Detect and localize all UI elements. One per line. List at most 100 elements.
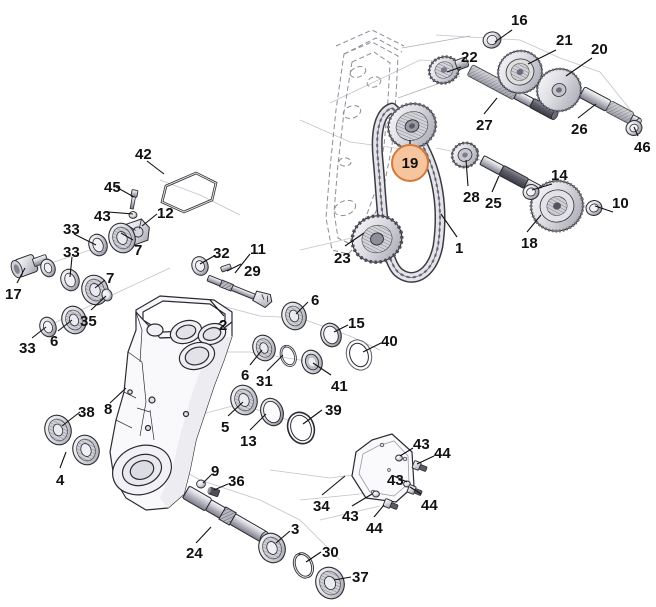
callout-4-43[interactable]: 4 [56, 472, 65, 489]
highlighted-callout-19-label: 19 [401, 154, 419, 172]
callout-22-3[interactable]: 22 [461, 49, 478, 66]
callout-23-13[interactable]: 23 [334, 250, 351, 267]
leader-l44b [409, 486, 422, 495]
callout-8-37[interactable]: 8 [104, 401, 113, 418]
callout-13-39[interactable]: 13 [240, 433, 257, 450]
callout-45-15[interactable]: 45 [104, 179, 121, 196]
callout-33-20[interactable]: 33 [63, 244, 80, 261]
callout-3-51[interactable]: 3 [291, 521, 300, 538]
pin-part-29 [220, 263, 232, 273]
callout-14-7[interactable]: 14 [551, 167, 568, 184]
callout-43-41[interactable]: 43 [413, 436, 430, 453]
seal-part-33-b [60, 268, 80, 292]
callout-34-48[interactable]: 34 [313, 498, 330, 515]
ball-part-43-upper [128, 211, 138, 219]
leader-l40 [362, 342, 382, 353]
callout-1-12[interactable]: 1 [455, 240, 464, 257]
seal-part-41 [301, 349, 323, 375]
washer-part-43-b [395, 454, 403, 462]
callout-16-0[interactable]: 16 [511, 12, 528, 29]
leader-l44a [416, 455, 435, 465]
callout-7-24[interactable]: 7 [106, 270, 115, 287]
callout-18-11[interactable]: 18 [521, 235, 538, 252]
seal-part-38 [44, 414, 72, 446]
callout-43-49[interactable]: 43 [342, 508, 359, 525]
callout-2-27[interactable]: 2 [219, 317, 228, 334]
sprocket-part-19 [386, 102, 438, 150]
bolt-part-44-b [406, 484, 423, 496]
callout-42-14[interactable]: 42 [135, 146, 152, 163]
callout-11-22[interactable]: 11 [250, 241, 266, 258]
leader-l39 [302, 409, 323, 425]
leader-l14 [531, 183, 553, 191]
callout-37-54[interactable]: 37 [352, 569, 369, 586]
washer-part-14 [522, 184, 540, 200]
callout-32-21[interactable]: 32 [213, 245, 230, 262]
callout-44-50[interactable]: 44 [366, 520, 383, 537]
leader-l1 [440, 213, 458, 238]
leader-l45 [115, 186, 135, 198]
callout-44-47[interactable]: 44 [421, 497, 438, 514]
circlip-part-30 [292, 552, 314, 579]
callout-30-53[interactable]: 30 [322, 544, 339, 561]
callout-10-10[interactable]: 10 [612, 195, 629, 212]
leader-l24 [195, 526, 212, 544]
callout-35-26[interactable]: 35 [80, 313, 97, 330]
highlighted-callout-19[interactable]: 19 [391, 144, 429, 182]
callout-28-8[interactable]: 28 [463, 189, 480, 206]
leader-l44c [373, 504, 385, 518]
gearbox-housing-part-8 [109, 295, 233, 511]
circlip-part-31 [279, 344, 297, 367]
callout-29-23[interactable]: 29 [244, 263, 261, 280]
callout-24-52[interactable]: 24 [186, 545, 203, 562]
leader-l8 [109, 387, 127, 404]
bearing-part-6-c [252, 334, 276, 362]
callout-31-34[interactable]: 31 [256, 373, 273, 390]
callout-43-46[interactable]: 43 [387, 472, 404, 489]
leader-l21 [527, 49, 557, 65]
leader-l46 [633, 126, 639, 137]
leader-l28 [465, 159, 469, 187]
callout-33-18[interactable]: 33 [63, 221, 80, 238]
callout-39-40[interactable]: 39 [325, 402, 342, 419]
callout-21-1[interactable]: 21 [556, 32, 573, 49]
callout-33-29[interactable]: 33 [19, 340, 36, 357]
callout-25-9[interactable]: 25 [485, 195, 502, 212]
ring-part-13 [260, 397, 284, 427]
callout-12-17[interactable]: 12 [157, 205, 174, 222]
callout-6-30[interactable]: 6 [50, 333, 59, 350]
callout-46-6[interactable]: 46 [634, 139, 651, 156]
callout-36-45[interactable]: 36 [228, 473, 245, 490]
callout-27-4[interactable]: 27 [476, 117, 493, 134]
leader-l12 [141, 213, 158, 227]
cover-part-34 [351, 433, 415, 503]
callout-7-19[interactable]: 7 [134, 242, 143, 259]
leader-l34 [321, 475, 346, 496]
callout-26-5[interactable]: 26 [571, 121, 588, 138]
washer-part-43-c [403, 480, 411, 488]
leader-l15 [333, 324, 349, 333]
callout-41-35[interactable]: 41 [331, 378, 348, 395]
leader-l37 [333, 576, 352, 581]
leader-l36 [213, 483, 229, 491]
callout-44-42[interactable]: 44 [434, 445, 451, 462]
leader-l43b [399, 447, 414, 457]
callout-40-32[interactable]: 40 [381, 333, 398, 350]
callout-5-38[interactable]: 5 [221, 419, 230, 436]
washer-part-43-d [372, 490, 380, 498]
leader-l30 [305, 551, 322, 563]
leader-l29 [226, 263, 242, 272]
callout-20-2[interactable]: 20 [591, 41, 608, 58]
callout-leader-lines [16, 29, 639, 581]
callout-9-44[interactable]: 9 [211, 463, 220, 480]
callout-38-36[interactable]: 38 [78, 404, 95, 421]
callout-6-28[interactable]: 6 [311, 292, 320, 309]
bearing-part-4 [72, 434, 100, 466]
callout-43-16[interactable]: 43 [94, 208, 111, 225]
ball-part-9 [196, 479, 206, 489]
callout-17-25[interactable]: 17 [5, 286, 22, 303]
callout-15-31[interactable]: 15 [348, 315, 365, 332]
callout-6-33[interactable]: 6 [241, 367, 250, 384]
leader-l5 [227, 401, 244, 417]
